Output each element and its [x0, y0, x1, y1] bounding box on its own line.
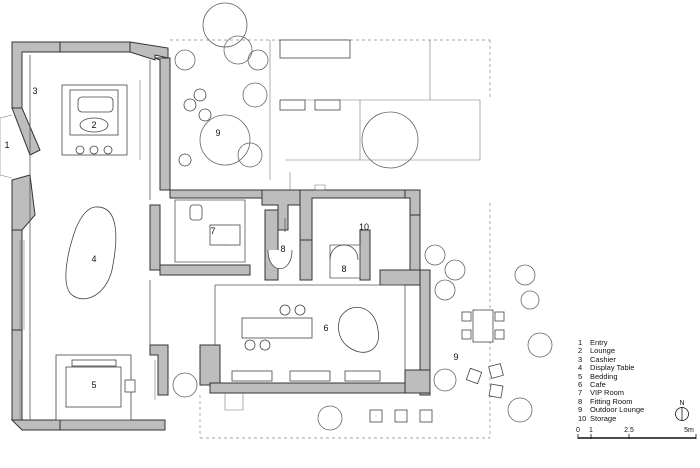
legend-item: 7 VIP Room — [578, 388, 644, 398]
label-cashier: 3 — [32, 86, 37, 96]
legend-item: 5 Bedding — [578, 371, 644, 381]
legend-num: 2 — [578, 346, 583, 356]
legend-num: 8 — [578, 396, 583, 406]
legend-label: Fitting Room — [590, 396, 633, 406]
scale-tick-0: 0 — [576, 427, 580, 434]
scale-bar: 0 1 2.5 5m — [576, 427, 697, 439]
legend-item: 2 Lounge — [578, 346, 644, 356]
interior-lines — [19, 55, 406, 420]
legend-item: 4 Display Table — [578, 363, 644, 373]
legend-num: 3 — [578, 354, 583, 364]
label-fitting-room-2: 8 — [341, 264, 346, 274]
legend-item: 3 Cashier — [578, 354, 644, 364]
legend-num: 5 — [578, 371, 583, 381]
legend-label: Entry — [590, 338, 608, 347]
legend-num: 4 — [578, 363, 583, 373]
scale-tick-2-5: 2.5 — [624, 427, 634, 434]
trees — [172, 2, 553, 431]
legend-num: 9 — [578, 405, 583, 415]
label-entry: 1 — [4, 140, 9, 150]
legend-num: 1 — [578, 338, 583, 347]
label-display-table: 4 — [91, 254, 96, 264]
label-fitting-room-1: 8 — [280, 244, 285, 254]
furniture — [55, 39, 505, 423]
site-boundary — [170, 39, 491, 439]
legend-num: 6 — [578, 380, 583, 390]
legend-label: Lounge — [590, 346, 616, 356]
legend-label: Cashier — [590, 354, 616, 364]
legend-label: Display Table — [590, 363, 635, 373]
legend-label: Outdoor Lounge — [590, 405, 645, 415]
legend-num: 7 — [578, 388, 583, 398]
legend-label: Cafe — [590, 380, 606, 390]
legend-num: 10 — [578, 413, 587, 423]
label-bedding: 5 — [91, 380, 96, 390]
legend-label: Bedding — [590, 371, 618, 381]
legend: 1 Entry 2 Lounge 3 Cashier 4 Display Table 5… — [578, 338, 645, 423]
legend-item: 1 Entry — [578, 338, 644, 347]
scale-tick-5m: 5m — [684, 427, 694, 434]
room-labels: 1 2 3 4 5 6 7 8 8 9 9 10 — [4, 86, 458, 390]
label-lounge: 2 — [91, 120, 96, 130]
label-cafe: 6 — [323, 323, 328, 333]
legend-item: 9 Outdoor Lounge — [578, 405, 645, 415]
building-walls — [10, 41, 431, 431]
label-outdoor-lounge-2: 9 — [453, 352, 458, 362]
label-outdoor-lounge-1: 9 — [215, 128, 220, 138]
legend-item: 6 Cafe — [578, 380, 644, 390]
doors — [0, 114, 326, 411]
legend-label: VIP Room — [590, 388, 625, 398]
label-vip-room: 7 — [210, 226, 215, 236]
label-storage: 10 — [359, 222, 369, 232]
legend-label: Storage — [590, 413, 617, 423]
scale-tick-1: 1 — [589, 427, 593, 434]
north-arrow-icon: N — [675, 400, 689, 421]
north-label: N — [679, 400, 684, 407]
legend-item: 8 Fitting Room — [578, 396, 644, 406]
